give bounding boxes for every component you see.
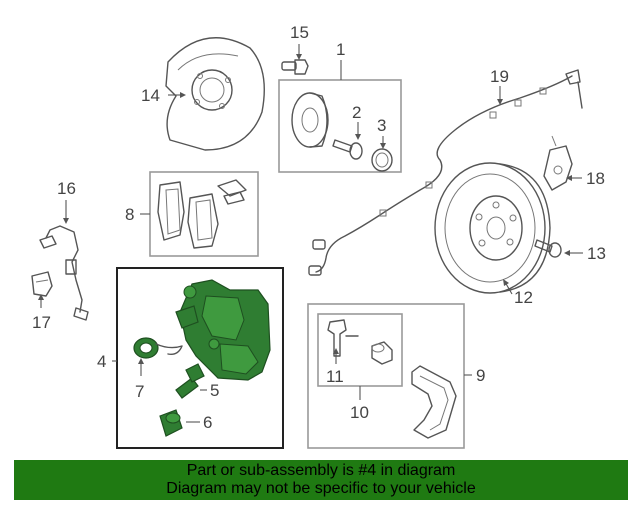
brake-rotor-part[interactable]: [434, 162, 551, 294]
callout-19: 19: [490, 67, 509, 86]
hub-assembly-box: [278, 79, 402, 173]
callout-3: 3: [377, 116, 386, 135]
caliper-bracket-box: [307, 303, 465, 449]
bushing-part[interactable]: [159, 409, 183, 437]
caliper-bracket-part[interactable]: [411, 365, 457, 439]
caliper-bolt-part[interactable]: [327, 319, 359, 357]
callout-12: 12: [514, 288, 533, 307]
hub-bolt-part[interactable]: [332, 139, 363, 160]
wear-sensor-wire-part[interactable]: [308, 69, 583, 276]
banner-line-1: Part or sub-assembly is #4 in diagram: [186, 462, 456, 479]
callout-16: 16: [57, 179, 76, 198]
guide-boot-part[interactable]: [371, 341, 393, 365]
callout-9: 9: [476, 366, 485, 385]
callout-14: 14: [141, 86, 160, 105]
callout-18: 18: [586, 169, 605, 188]
banner-line-2: Diagram may not be specific to your vehi…: [166, 480, 476, 497]
callout-5: 5: [210, 381, 219, 400]
callout-11: 11: [326, 367, 344, 386]
spring-part[interactable]: [133, 337, 183, 359]
brake-pads-part[interactable]: [157, 179, 247, 249]
clip-part[interactable]: [31, 271, 53, 297]
guide-pin-part[interactable]: [175, 363, 205, 399]
bolt-part[interactable]: [281, 59, 309, 75]
callout-7: 7: [135, 382, 144, 401]
callout-13: 13: [587, 244, 606, 263]
callout-6: 6: [203, 413, 212, 432]
info-banner: Part or sub-assembly is #4 in diagram Di…: [14, 460, 628, 500]
brake-caliper-part[interactable]: [175, 279, 271, 381]
wheel-hub-part[interactable]: [291, 92, 329, 148]
screw-part[interactable]: [534, 239, 562, 258]
callout-4: 4: [97, 352, 106, 371]
hub-cap-part[interactable]: [371, 148, 393, 172]
callout-1: 1: [336, 40, 345, 59]
brake-hose-part[interactable]: [39, 225, 89, 321]
callout-15: 15: [290, 23, 309, 42]
callout-17: 17: [32, 313, 51, 332]
caliper-assembly-box: [116, 267, 284, 449]
sensor-part[interactable]: [543, 135, 573, 191]
callout-2: 2: [352, 103, 361, 122]
callout-10: 10: [350, 403, 369, 422]
callout-8: 8: [125, 205, 134, 224]
dust-shield-part[interactable]: [165, 37, 265, 151]
